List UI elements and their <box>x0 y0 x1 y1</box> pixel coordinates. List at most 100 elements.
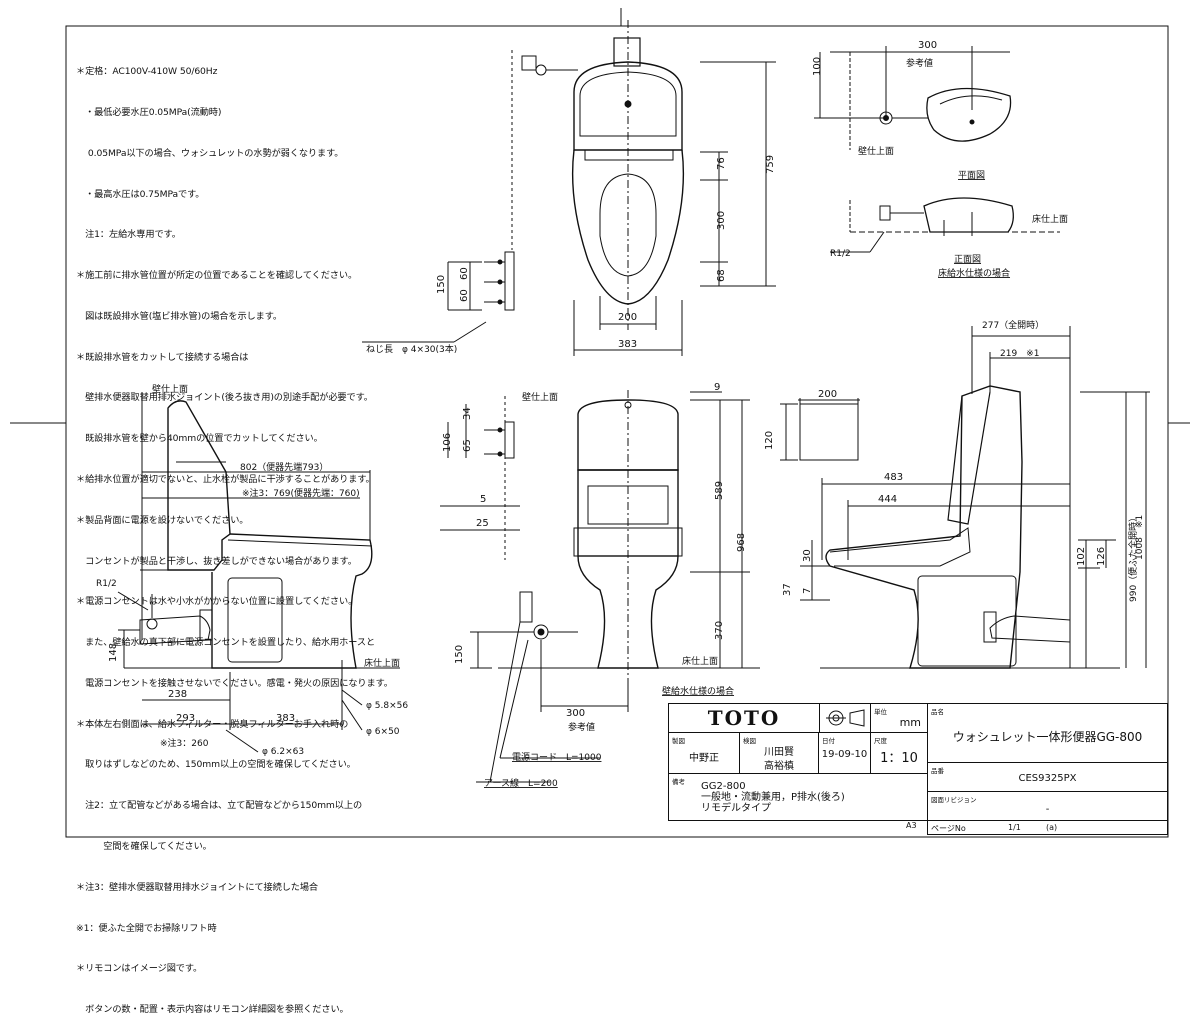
page-label: ページNo <box>931 824 966 833</box>
title-block: TOTO 単位 mm 品名 ウォシュレット一体形便器GG-800 製図 中野正 … <box>668 703 1168 835</box>
note-line: 電源コンセントを接触させないでください。感電・発火の原因になります。 <box>76 677 393 689</box>
drawing-sheet: 759 76 300 68 200 383 150 60 60 300 100 … <box>10 8 1190 1015</box>
label-ref-value-front: 参考値 <box>568 721 595 733</box>
unit-value: mm <box>899 716 921 729</box>
dim-left-238: 238 <box>168 689 187 700</box>
label-802: 802（便器先端793） <box>240 461 328 473</box>
product-name: ウォシュレット一体形便器GG-800 <box>952 730 1143 744</box>
brand-logo: TOTO <box>707 706 781 730</box>
page-number: 1/1 <box>1008 823 1021 832</box>
checker-name-2: 高裕槙 <box>764 761 794 772</box>
paper-size: A3 <box>906 821 917 830</box>
note-line: 空間を確保してください。 <box>76 841 212 853</box>
label-1008: 1008 ※1 <box>1135 515 1145 560</box>
right-side-view <box>800 326 1150 669</box>
label-990: 990（便ふた全開時） <box>1127 513 1139 602</box>
note-line: ＊電源コンセントは水や小水がかからない位置に設置してください。 <box>76 596 358 608</box>
label-wall-supply-case: 壁給水仕様の場合 <box>662 685 734 697</box>
dim-front-589: 589 <box>714 481 725 500</box>
left-side-view <box>117 392 400 753</box>
page-cell: ページNo 1/1 (a) <box>927 820 1168 835</box>
dim-front-106: 106 <box>442 433 453 452</box>
drawing-canvas: 759 76 300 68 200 383 150 60 60 300 100 … <box>10 8 1190 838</box>
dim-top-60b: 60 <box>459 289 470 302</box>
label-ref-value-plan: 参考値 <box>906 57 933 69</box>
dim-right-126: 126 <box>1096 547 1107 566</box>
note-line: 注2：立て配管などがある場合は、立て配管などから150mm以上の <box>76 800 363 812</box>
dim-left-293: 293 <box>176 713 195 724</box>
label-phi6: φ 6×50 <box>366 727 400 737</box>
projection-symbol <box>819 703 871 733</box>
designer-name: 中野正 <box>689 753 719 764</box>
note-line: 0.05MPa以下の場合、ウォシュレットの水勢が弱くなります。 <box>76 147 344 159</box>
label-screw: ねじ長 φ 4×30(3本) <box>366 343 457 355</box>
note-line: ＊注3：壁排水便器取替用排水ジョイントにて接続した場合 <box>76 881 319 893</box>
dim-front-65: 65 <box>462 439 473 452</box>
dim-front-9: 9 <box>714 382 720 393</box>
brand-cell: TOTO <box>668 703 820 733</box>
label-floor-finish-small: 床仕上面 <box>1032 213 1068 225</box>
dim-top-759: 759 <box>765 155 776 174</box>
label-r12-small: R1/2 <box>830 249 851 259</box>
checker-name-1: 川田賢 <box>764 747 794 758</box>
label-wall-finish-plan: 壁仕上面 <box>858 145 894 157</box>
dim-front-370: 370 <box>714 621 725 640</box>
label-floor-finish-left: 床仕上面 <box>364 657 400 669</box>
label-earth-wire: アース線 L=200 <box>484 777 558 789</box>
note-line: 図は既設排水管(塩ビ排水管)の場合を示します。 <box>76 310 282 322</box>
notes-block: ＊定格：AC100V-410W 50/60Hz ・最低必要水圧0.05MPa(流… <box>76 38 476 1030</box>
label-wall-finish-front: 壁仕上面 <box>522 391 558 403</box>
designer-cell: 製図 中野正 <box>668 732 740 774</box>
revision-cell: 図面リビジョン - <box>927 791 1168 821</box>
label-260: ※注3：260 <box>160 737 209 749</box>
dim-top-76: 76 <box>716 157 727 170</box>
label-phi62: φ 6.2×63 <box>262 747 304 757</box>
label-r12-left: R1/2 <box>96 579 117 589</box>
note-line: ＊本体左右側面は、給水フィルター・脱臭フィルターお手入れ時の <box>76 718 349 730</box>
note-line: ＊製品背面に電源を設けないでください。 <box>76 514 249 526</box>
note-line: ＊定格：AC100V-410W 50/60Hz <box>76 66 218 78</box>
note-line: コンセントが製品と干渉し、抜き差しができない場合があります。 <box>76 555 357 567</box>
dim-front-34: 34 <box>462 407 473 420</box>
dim-top-200: 200 <box>618 312 637 323</box>
dim-right-7: 7 <box>802 588 813 594</box>
page-mark: (a) <box>1046 823 1058 832</box>
dim-remote-120: 120 <box>764 431 775 450</box>
note-line: ＊既設排水管をカットして接続する場合は <box>76 351 249 363</box>
unit-cell: 単位 mm <box>870 703 928 733</box>
remark-cell: 備考 GG2-800 一般地・流動兼用，P排水(後ろ) リモデルタイプ <box>668 773 928 821</box>
scale-cell: 尺度 1：10 <box>870 732 928 774</box>
label-277: 277（全開時） <box>982 319 1044 331</box>
label-front-view: 正面図 <box>954 254 981 265</box>
note-line: ＊給排水位置が適切でないと、止水栓が製品に干渉することがあります。 <box>76 474 375 485</box>
front-view <box>440 390 860 783</box>
top-view <box>362 20 776 356</box>
note-line: ※1：便ふた全開でお掃除リフト時 <box>76 922 217 934</box>
dim-front-300: 300 <box>566 708 585 719</box>
product-code: CES9325PX <box>1018 773 1077 784</box>
remark-line: GG2-800 <box>701 781 746 792</box>
dim-plan-100: 100 <box>812 57 823 76</box>
scale-value: 1：10 <box>880 751 918 766</box>
note-line: 壁排水便器取替用排水ジョイント(後ろ抜き用)の別途手配が必要です。 <box>76 392 373 404</box>
dim-right-30: 30 <box>802 549 813 562</box>
remark-line: 一般地・流動兼用，P排水(後ろ) <box>701 792 845 803</box>
dim-right-37: 37 <box>782 583 793 596</box>
remark-text: GG2-800 一般地・流動兼用，P排水(後ろ) リモデルタイプ <box>701 781 845 814</box>
dim-front-968: 968 <box>736 533 747 552</box>
dim-left-148: 148 <box>108 643 119 662</box>
checker-cell: 検図 川田賢 高裕槙 <box>739 732 819 774</box>
dim-top-60a: 60 <box>459 267 470 280</box>
dim-right-483: 483 <box>884 472 903 483</box>
dim-front-150: 150 <box>454 645 465 664</box>
note-line: ボタンの数・配置・表示内容はリモコン詳細図を参照ください。 <box>76 1004 349 1016</box>
dim-top-68: 68 <box>716 269 727 282</box>
label-769: ※注3：769(便器先端：760) <box>242 487 360 499</box>
note-line: また、壁給水の真下部に電源コンセントを設置したり、給水用ホースと <box>76 637 376 649</box>
dim-front-25: 25 <box>476 518 489 529</box>
dim-remote-200: 200 <box>818 389 837 400</box>
drawing-frame <box>65 25 1169 838</box>
label-phi58: φ 5.8×56 <box>366 701 408 711</box>
label-floor-supply-case: 床給水仕様の場合 <box>938 267 1010 279</box>
label-plan-view: 平面図 <box>958 170 985 181</box>
